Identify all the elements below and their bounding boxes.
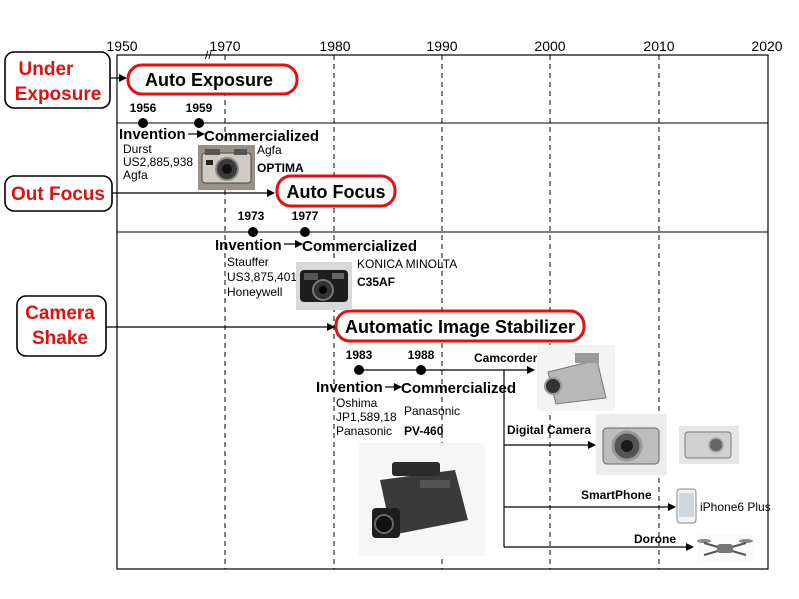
year-label-1990: 1990 (426, 38, 457, 54)
agfa-optima-camera-image (198, 145, 255, 190)
problem-box-camera-shake (16, 295, 107, 357)
tech-box-image-stabilizer (334, 309, 586, 343)
digital-camera-image-2 (679, 426, 739, 464)
tech-label-auto-exposure: Auto Exposure (145, 70, 273, 90)
ais-inventor-line-2: JP1,589,18 (336, 410, 397, 424)
ae-commercialized-label: Commercialized (204, 128, 319, 145)
year-label-1950: 1950 (106, 38, 137, 54)
problem-label-under: Under (19, 59, 75, 80)
device-label-drone: Dorone (634, 532, 676, 546)
ae-product-maker: Agfa (257, 143, 282, 157)
af-commercialized-dot (300, 227, 310, 237)
drone-image (697, 533, 753, 563)
ae-inventor-line-3: Agfa (123, 168, 148, 182)
ais-commercialized-dot (416, 365, 426, 375)
ae-invention-label: Invention (119, 126, 186, 143)
problem-label-camera: Camera (25, 303, 95, 324)
year-label-1970: 1970 (209, 38, 240, 54)
digital-camera-image-1 (596, 414, 667, 475)
ae-inventor-line-1: Durst (123, 142, 152, 156)
problem-box-under-exposure (4, 51, 111, 109)
device-label-digital-camera: Digital Camera (507, 423, 591, 437)
ae-invention-dot (138, 118, 148, 128)
problem-label-out-focus: Out Focus (11, 184, 105, 205)
tech-box-auto-focus (275, 174, 397, 208)
af-inventor-line-2: US3,875,401 (227, 270, 297, 284)
af-year-commercialized: 1977 (292, 209, 319, 223)
iphone-image (676, 488, 697, 524)
device-label-camcorder: Camcorder (474, 351, 538, 365)
ae-year-commercialized: 1959 (186, 101, 213, 115)
ais-year-commercialized: 1988 (408, 348, 435, 362)
tech-box-auto-exposure (126, 63, 299, 96)
af-commercialized-label: Commercialized (302, 238, 417, 255)
ais-year-invention: 1983 (346, 348, 373, 362)
axis-break-mark: // (205, 48, 212, 62)
device-label-iphone6-plus: iPhone6 Plus (700, 500, 771, 514)
year-label-2010: 2010 (643, 38, 674, 54)
konica-c35af-camera-image (296, 262, 352, 310)
ae-year-invention: 1956 (130, 101, 157, 115)
af-year-invention: 1973 (238, 209, 265, 223)
af-inventor-line-3: Honeywell (227, 285, 282, 299)
modern-camcorder-image (537, 345, 615, 411)
year-label-1980: 1980 (319, 38, 350, 54)
tech-label-image-stabilizer: Automatic Image Stabilizer (345, 317, 575, 337)
af-product-model: C35AF (357, 275, 395, 289)
af-invention-label: Invention (215, 237, 282, 254)
panasonic-pv460-camcorder-image (359, 443, 485, 556)
problem-label-exposure: Exposure (15, 84, 102, 105)
ais-product-model: PV-460 (404, 424, 444, 438)
problem-label-shake: Shake (32, 328, 88, 349)
year-label-2000: 2000 (534, 38, 565, 54)
af-product-maker: KONICA MINOLTA (357, 257, 457, 271)
ais-product-maker: Panasonic (404, 404, 460, 418)
ais-inventor-line-3: Panasonic (336, 424, 392, 438)
device-label-smartphone: SmartPhone (581, 488, 652, 502)
af-invention-dot (248, 227, 258, 237)
ae-inventor-line-2: US2,885,938 (123, 155, 193, 169)
ais-invention-label: Invention (316, 379, 383, 396)
ae-product-model: OPTIMA (257, 161, 304, 175)
year-label-2020: 2020 (751, 38, 782, 54)
ais-invention-dot (354, 365, 364, 375)
ais-commercialized-label: Commercialized (401, 380, 516, 397)
ais-inventor-line-1: Oshima (336, 396, 378, 410)
af-inventor-line-1: Stauffer (227, 255, 269, 269)
ae-commercialized-dot (194, 118, 204, 128)
tech-label-auto-focus: Auto Focus (287, 182, 386, 202)
